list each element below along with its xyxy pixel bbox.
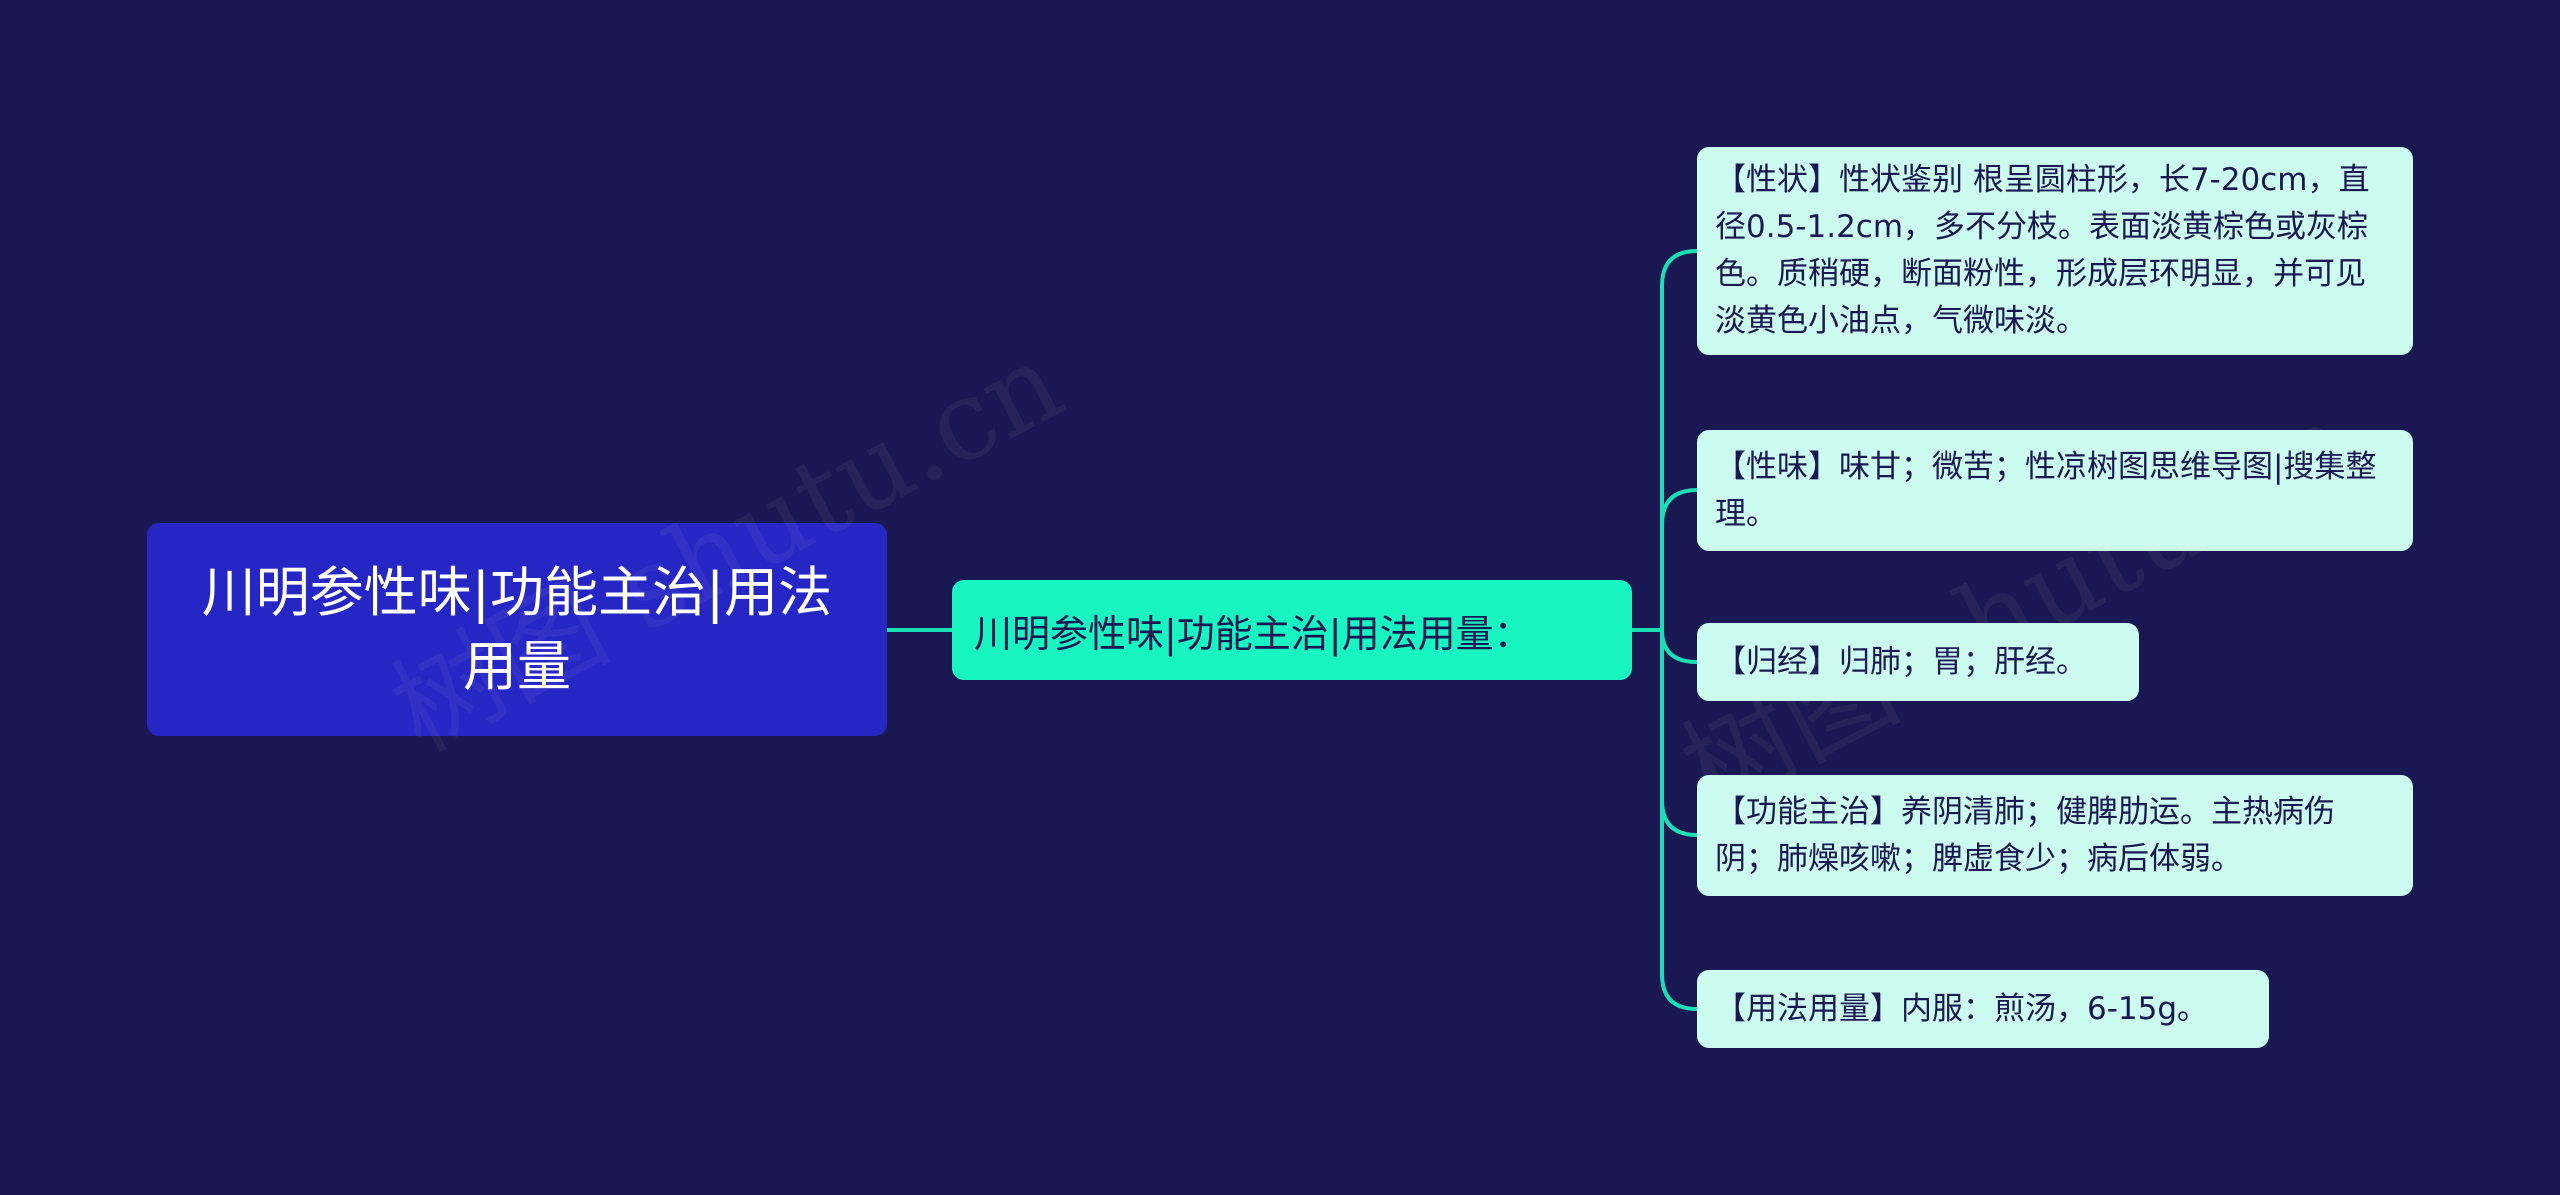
- branch-topic-node[interactable]: 川明参性味|功能主治|用法用量：: [952, 580, 1632, 680]
- leaf-node-properties[interactable]: 【性状】性状鉴别 根呈圆柱形，长7-20cm，直径0.5-1.2cm，多不分枝。…: [1697, 147, 2413, 355]
- trunk-connector: [1660, 249, 1698, 1011]
- leaf-label: 【用法用量】内服：煎汤，6-15g。: [1715, 990, 2209, 1027]
- root-topic-label: 川明参性味|功能主治|用法用量: [201, 560, 833, 698]
- leaf-connector: [1660, 629, 1698, 664]
- leaf-node-meridian[interactable]: 【归经】归肺；胃；肝经。: [1697, 623, 2139, 701]
- branch-topic-label: 川明参性味|功能主治|用法用量：: [974, 611, 1532, 656]
- leaf-label: 【性状】性状鉴别 根呈圆柱形，长7-20cm，直径0.5-1.2cm，多不分枝。…: [1715, 162, 2370, 339]
- leaf-label: 【功能主治】养阴清肺；健脾肋运。主热病伤阴；肺燥咳嗽；脾虚食少；病后体弱。: [1715, 793, 2335, 877]
- leaf-node-dosage[interactable]: 【用法用量】内服：煎汤，6-15g。: [1697, 970, 2269, 1048]
- root-topic-node[interactable]: 川明参性味|功能主治|用法用量: [147, 523, 887, 736]
- leaf-node-taste[interactable]: 【性味】味甘；微苦；性凉树图思维导图|搜集整理。: [1697, 430, 2413, 551]
- leaf-label: 【性味】味甘；微苦；性凉树图思维导图|搜集整理。: [1715, 448, 2377, 532]
- leaf-label: 【归经】归肺；胃；肝经。: [1715, 643, 2087, 680]
- leaf-connector: [1660, 799, 1698, 837]
- leaf-node-indications[interactable]: 【功能主治】养阴清肺；健脾肋运。主热病伤阴；肺燥咳嗽；脾虚食少；病后体弱。: [1697, 775, 2413, 896]
- leaf-connector: [1660, 488, 1698, 526]
